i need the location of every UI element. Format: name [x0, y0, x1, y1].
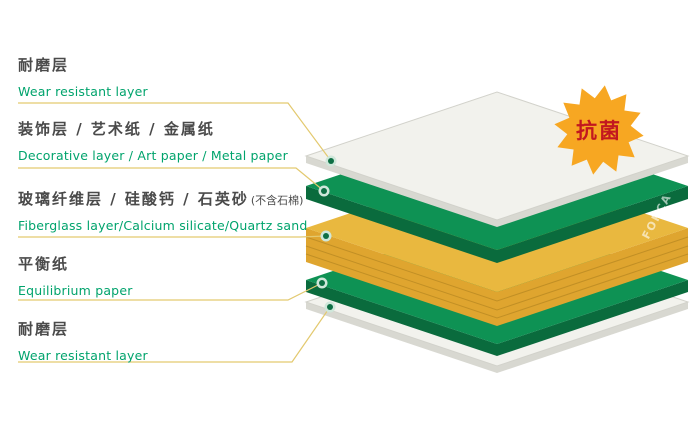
layer-side-face: [497, 302, 688, 373]
layer-side-face: [497, 156, 688, 227]
leader-lines: [18, 102, 332, 363]
antibacterial-badge: 抗菌: [554, 85, 644, 175]
layer-side-face: [497, 280, 688, 356]
layer-side-face: [306, 280, 497, 356]
layer-side-face: [306, 186, 497, 263]
layer-side-face: [306, 302, 497, 373]
layer-dot: [328, 158, 334, 164]
core-sheet-line: [305, 245, 689, 311]
layer-side-face: [306, 156, 497, 227]
layer-dot: [327, 304, 333, 310]
layer-dot: [323, 233, 329, 239]
core-sheet-lines: [305, 236, 689, 319]
leader-line-decorative: [18, 167, 325, 192]
leader-line-wear-bottom: [18, 306, 331, 363]
leader-line-core: [18, 235, 327, 238]
leader-line-equilibrium: [18, 282, 323, 301]
core-sheet-line: [305, 253, 689, 319]
starburst-icon: [554, 85, 644, 175]
layer-dot: [321, 188, 327, 194]
leader-dots: [316, 155, 337, 313]
layer-dot: [319, 280, 325, 286]
layer-side-face: [497, 186, 688, 263]
badge-label: 抗菌: [576, 119, 622, 143]
core-sheet-line: [305, 236, 689, 302]
leader-line-wear-top: [18, 102, 332, 162]
